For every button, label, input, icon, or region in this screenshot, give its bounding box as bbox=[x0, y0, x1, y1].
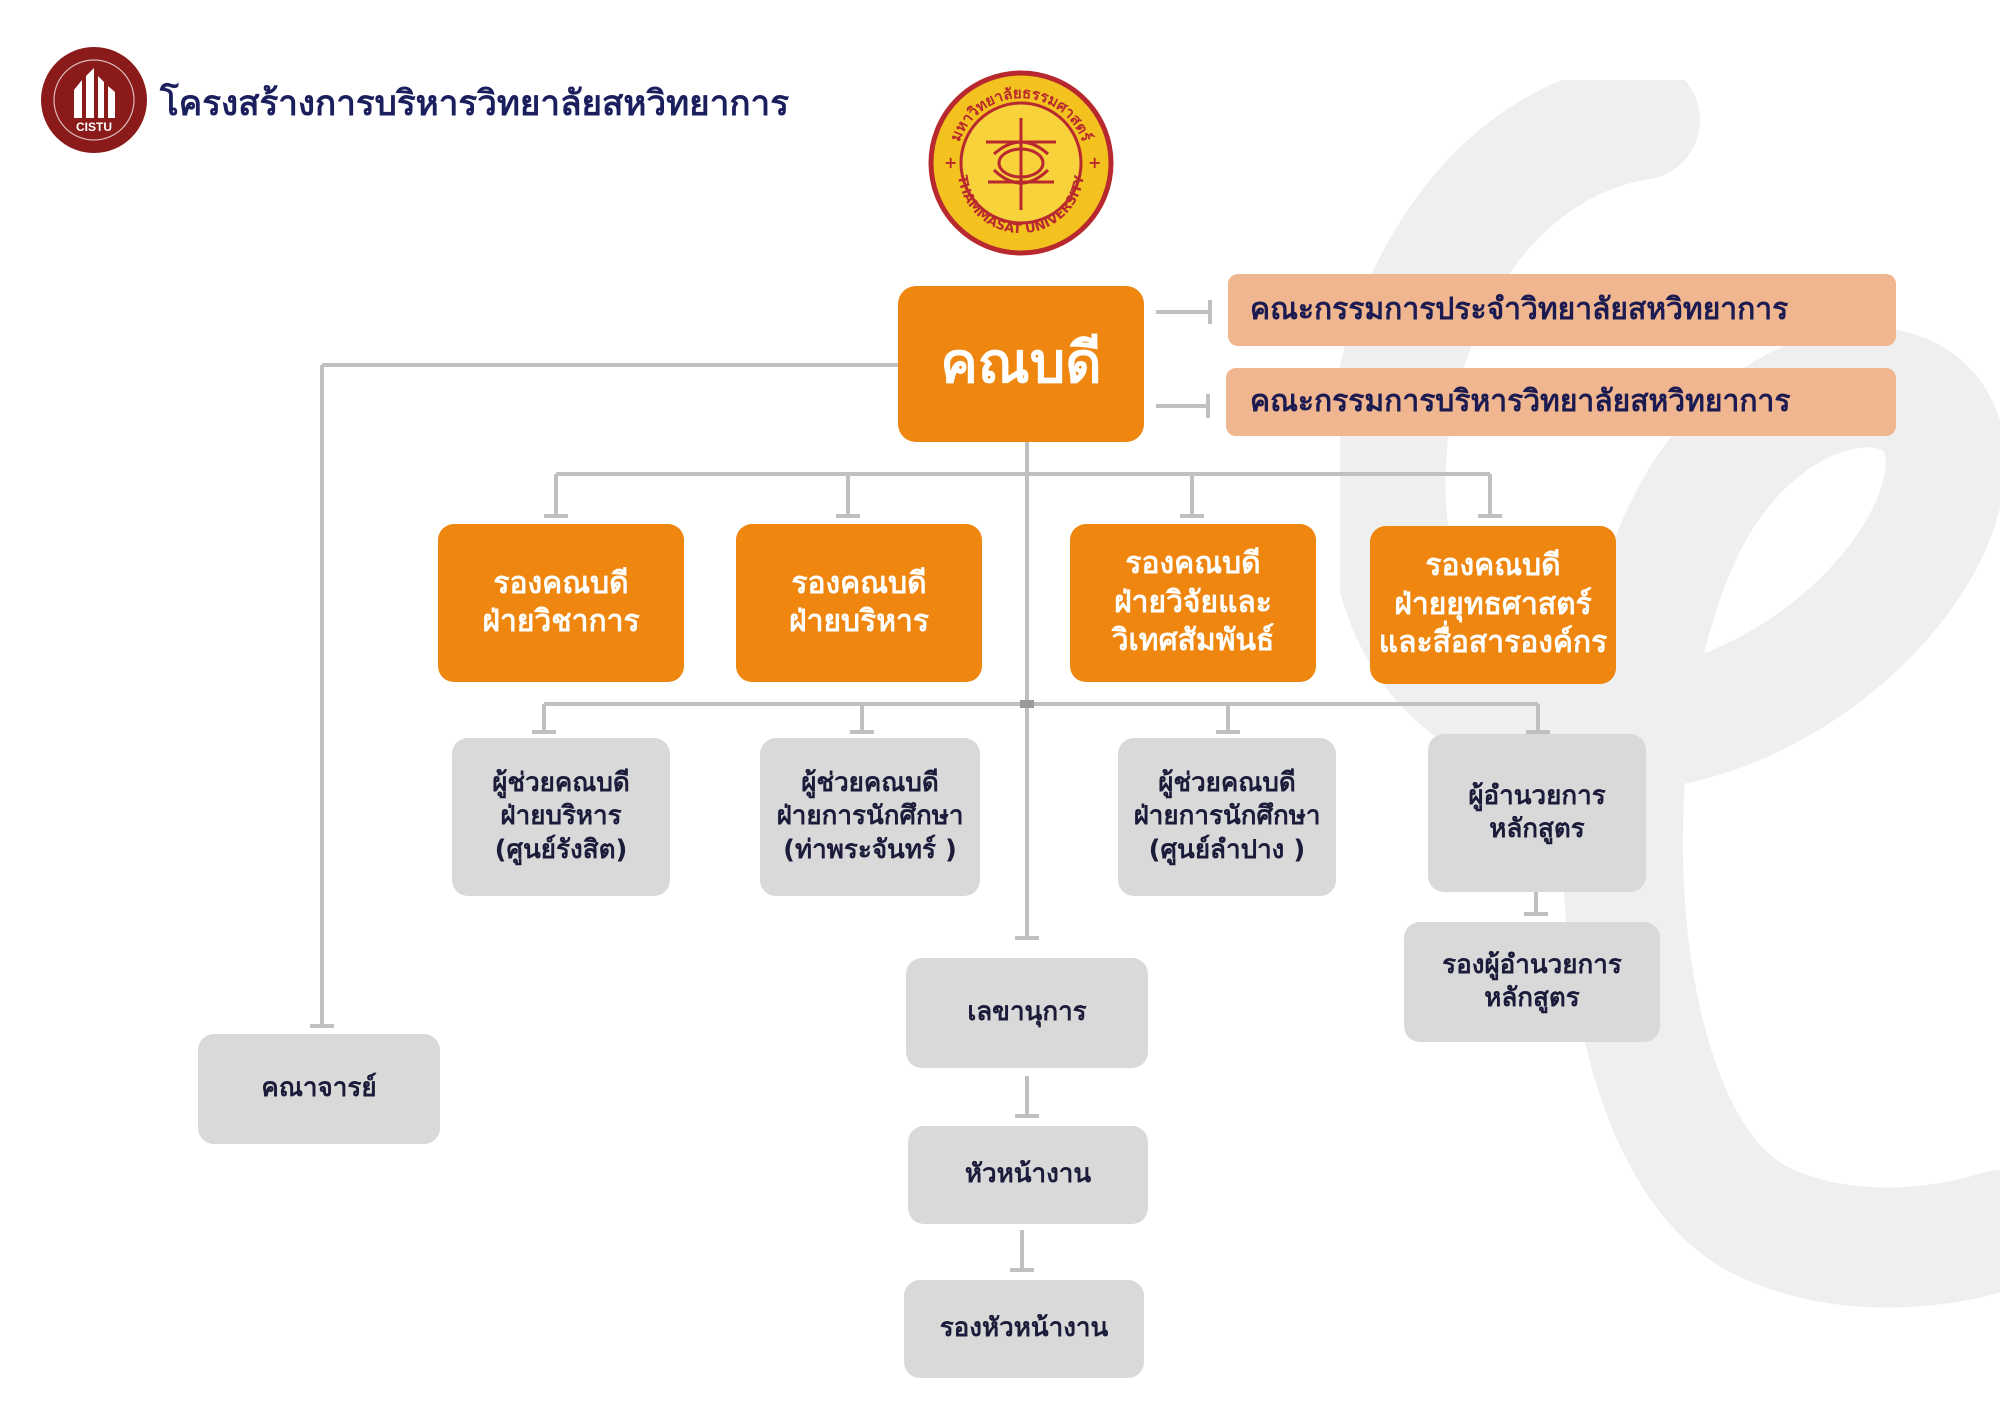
vice-dean-title: รองคณบดี bbox=[1425, 548, 1561, 584]
deputy-program-director-scope: หลักสูตร bbox=[1484, 983, 1580, 1013]
assistant-campus: (ท่าพระจันทร์ ) bbox=[783, 834, 957, 865]
vice-dean-division-cont: วิเทศสัมพันธ์ bbox=[1111, 623, 1275, 659]
vice-dean-division: ฝ่ายบริหาร bbox=[789, 604, 929, 639]
assistant-title: ผู้ช่วยคณบดี bbox=[492, 768, 630, 799]
committee-label: คณะกรรมการประจำวิทยาลัยสหวิทยาการ bbox=[1250, 291, 1789, 327]
vice-dean-title: รองคณบดี bbox=[791, 565, 927, 601]
cistu-logo-text: CISTU bbox=[76, 120, 112, 134]
assistant-title: ผู้ช่วยคณบดี bbox=[801, 768, 939, 799]
secretary-box: เลขานุการ bbox=[906, 958, 1148, 1068]
vice-dean-title: รองคณบดี bbox=[493, 565, 629, 601]
vice-dean-research-box: รองคณบดี ฝ่ายวิจัยและ วิเทศสัมพันธ์ bbox=[1070, 524, 1316, 682]
committee-label: คณะกรรมการบริหารวิทยาลัยสหวิทยาการ bbox=[1250, 383, 1791, 419]
assistant-division: ฝ่ายบริหาร bbox=[500, 801, 622, 832]
faculty-box: คณาจารย์ bbox=[198, 1034, 440, 1144]
assistant-dean-rangsit-box: ผู้ช่วยคณบดี ฝ่ายบริหาร (ศูนย์รังสิต) bbox=[452, 738, 670, 896]
svg-text:+: + bbox=[944, 153, 957, 172]
assistant-dean-lampang-box: ผู้ช่วยคณบดี ฝ่ายการนักศึกษา (ศูนย์ลำปาง… bbox=[1118, 738, 1336, 896]
assistant-campus: (ศูนย์ลำปาง ) bbox=[1148, 834, 1306, 865]
vice-dean-division-cont: และสื่อสารองค์กร bbox=[1378, 625, 1608, 661]
cistu-logo-icon: CISTU bbox=[41, 47, 147, 153]
program-director-scope: หลักสูตร bbox=[1489, 814, 1585, 844]
vice-dean-division: ฝ่ายยุทธศาสตร์ bbox=[1394, 586, 1592, 622]
head-label: หัวหน้างาน bbox=[964, 1159, 1092, 1190]
assistant-campus: (ศูนย์รังสิต) bbox=[494, 834, 628, 865]
deputy-head-label: รองหัวหน้างาน bbox=[939, 1313, 1109, 1344]
head-box: หัวหน้างาน bbox=[908, 1126, 1148, 1224]
deputy-program-director-box: รองผู้อำนวยการ หลักสูตร bbox=[1404, 922, 1660, 1042]
assistant-dean-thaprachan-box: ผู้ช่วยคณบดี ฝ่ายการนักศึกษา (ท่าพระจันท… bbox=[760, 738, 980, 896]
vice-dean-division: ฝ่ายวิชาการ bbox=[482, 604, 640, 639]
deputy-head-box: รองหัวหน้างาน bbox=[904, 1280, 1144, 1378]
svg-text:+: + bbox=[1088, 153, 1101, 172]
thammasat-seal-icon: มหาวิทยาลัยธรรมศาสตร์ THAMMASAT UNIVERSI… bbox=[928, 70, 1114, 256]
secretary-label: เลขานุการ bbox=[967, 997, 1087, 1028]
dean-box: คณบดี bbox=[898, 286, 1144, 442]
vice-dean-strategy-box: รองคณบดี ฝ่ายยุทธศาสตร์ และสื่อสารองค์กร bbox=[1370, 526, 1616, 684]
vice-dean-division: ฝ่ายวิจัยและ bbox=[1114, 584, 1272, 620]
committee-box-executive: คณะกรรมการบริหารวิทยาลัยสหวิทยาการ bbox=[1226, 368, 1896, 436]
vice-dean-title: รองคณบดี bbox=[1125, 546, 1261, 582]
dean-label: คณบดี bbox=[940, 331, 1102, 397]
program-director-box: ผู้อำนวยการ หลักสูตร bbox=[1428, 734, 1646, 892]
assistant-division: ฝ่ายการนักศึกษา bbox=[776, 801, 964, 832]
vice-dean-academic-box: รองคณบดี ฝ่ายวิชาการ bbox=[438, 524, 684, 682]
vice-dean-administration-box: รองคณบดี ฝ่ายบริหาร bbox=[736, 524, 982, 682]
committee-box-standing: คณะกรรมการประจำวิทยาลัยสหวิทยาการ bbox=[1228, 274, 1896, 346]
deputy-program-director-title: รองผู้อำนวยการ bbox=[1442, 949, 1622, 980]
program-director-title: ผู้อำนวยการ bbox=[1468, 780, 1606, 811]
page-title: โครงสร้างการบริหารวิทยาลัยสหวิทยาการ bbox=[160, 84, 789, 124]
assistant-title: ผู้ช่วยคณบดี bbox=[1158, 768, 1296, 799]
faculty-label: คณาจารย์ bbox=[261, 1073, 377, 1104]
assistant-division: ฝ่ายการนักศึกษา bbox=[1133, 801, 1321, 832]
